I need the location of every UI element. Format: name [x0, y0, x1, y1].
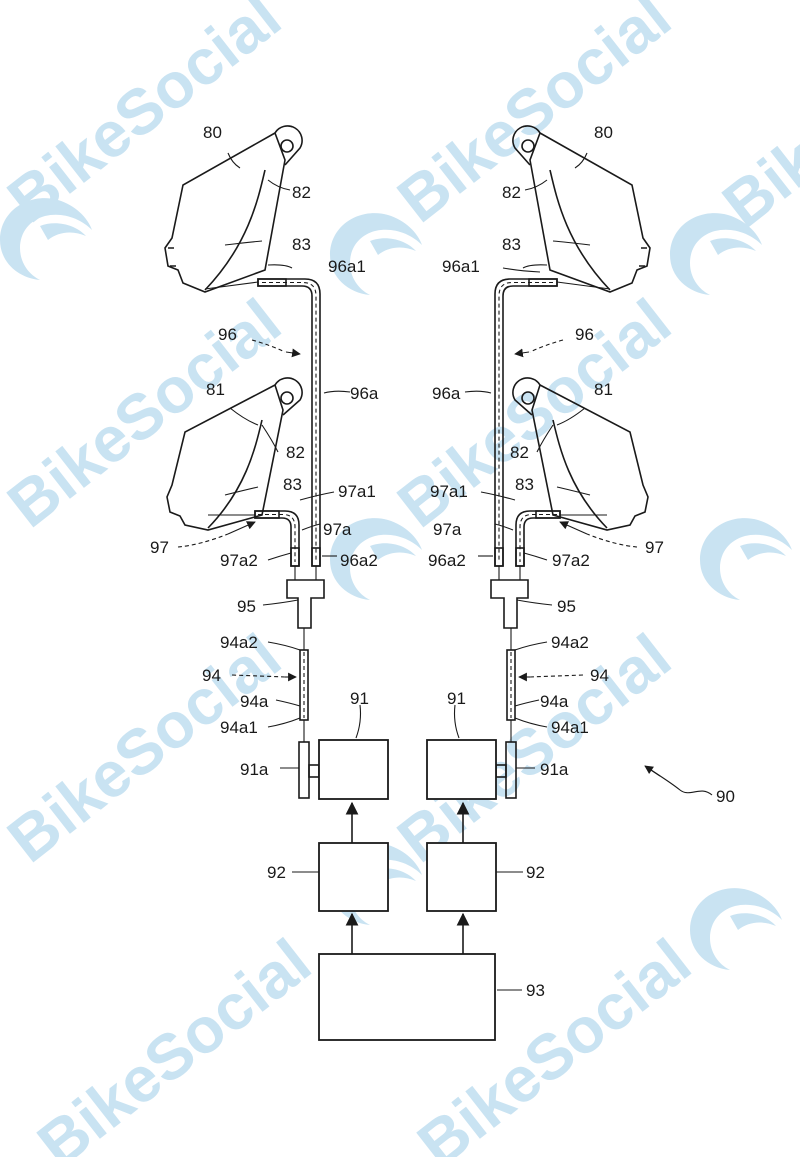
label-97a2-left: 97a2 [220, 551, 258, 570]
pivot-hole-icon [280, 391, 294, 405]
label-82-left-top: 82 [292, 183, 311, 202]
label-80-right: 80 [594, 123, 613, 142]
reference-labels: 80 82 83 96a1 96 96a 81 82 83 97a1 97a 9… [150, 123, 735, 1000]
pivot-hole-icon [521, 391, 535, 405]
watermark-text: BikeSocial [0, 620, 294, 876]
label-94a-right: 94a [540, 692, 569, 711]
master-cylinder-91-right[interactable] [426, 739, 497, 800]
watermark-text: BikeSocial [0, 285, 294, 541]
label-95-left: 95 [237, 597, 256, 616]
label-95-right: 95 [557, 597, 576, 616]
label-96a2-right: 96a2 [428, 551, 466, 570]
joint-95-right [490, 579, 529, 629]
label-94-right: 94 [590, 666, 609, 685]
label-94a1-right: 94a1 [551, 718, 589, 737]
pivot-hole-icon [280, 139, 294, 153]
label-83-right-top: 83 [502, 235, 521, 254]
label-97a1-right: 97a1 [430, 482, 468, 501]
piston-82-left-bottom [207, 419, 263, 529]
label-91a-left: 91a [240, 760, 269, 779]
label-83-left-top: 83 [292, 235, 311, 254]
label-92-left: 92 [267, 863, 286, 882]
label-94-left: 94 [202, 666, 221, 685]
label-91-left: 91 [350, 689, 369, 708]
caliper-80-left [164, 131, 286, 293]
label-97a1-left: 97a1 [338, 482, 376, 501]
label-96-left: 96 [218, 325, 237, 344]
watermark-logo-icon [0, 198, 92, 280]
label-94a1-left: 94a1 [220, 718, 258, 737]
label-97a-right: 97a [433, 520, 462, 539]
label-97a-left: 97a [323, 520, 352, 539]
label-82-right-top: 82 [502, 183, 521, 202]
watermark-logo-icon [330, 213, 422, 295]
label-83-right-bottom: 83 [515, 475, 534, 494]
label-94a-left: 94a [240, 692, 269, 711]
label-97-right: 97 [645, 538, 664, 557]
label-92-right: 92 [526, 863, 545, 882]
label-82-left-bottom: 82 [286, 443, 305, 462]
label-91-right: 91 [447, 689, 466, 708]
label-81-right: 81 [594, 380, 613, 399]
label-96a1-left: 96a1 [328, 257, 366, 276]
label-96a2-left: 96a2 [340, 551, 378, 570]
controller-93[interactable] [318, 953, 496, 1041]
watermark-text: BikeSocial [384, 0, 683, 236]
piston-82-right-top [549, 169, 611, 291]
watermark-text: BikeSocial [709, 0, 800, 241]
right-assembly [426, 125, 651, 912]
label-93: 93 [526, 981, 545, 1000]
label-96a1-right: 96a1 [442, 257, 480, 276]
master-piston-91a-left [298, 741, 310, 799]
label-90: 90 [716, 787, 735, 806]
label-82-right-bottom: 82 [510, 443, 529, 462]
watermark-logo-icon [690, 888, 782, 970]
label-94a2-left: 94a2 [220, 633, 258, 652]
pivot-hole-icon [521, 139, 535, 153]
label-83-left-bottom: 83 [283, 475, 302, 494]
watermark-logo-icon [700, 518, 792, 600]
label-97a2-right: 97a2 [552, 551, 590, 570]
left-assembly [164, 125, 389, 912]
label-91a-right: 91a [540, 760, 569, 779]
joint-95-left [286, 579, 325, 629]
watermark-text: BikeSocial [24, 925, 323, 1157]
master-cylinder-91-left[interactable] [318, 739, 389, 800]
caliper-81-right [531, 383, 649, 531]
label-96a-right: 96a [432, 384, 461, 403]
label-97-left: 97 [150, 538, 169, 557]
label-81-left: 81 [206, 380, 225, 399]
caliper-81-left [166, 383, 284, 531]
watermark-text: BikeSocial [384, 285, 683, 541]
label-96-right: 96 [575, 325, 594, 344]
actuator-92-right[interactable] [426, 842, 497, 912]
label-94a2-right: 94a2 [551, 633, 589, 652]
hose-97a-left [254, 510, 300, 567]
label-96a-left: 96a [350, 384, 379, 403]
label-80-left: 80 [203, 123, 222, 142]
actuator-92-left[interactable] [318, 842, 389, 912]
leader-lines [177, 152, 713, 991]
caliper-80-right [529, 131, 651, 293]
piston-82-left-top [204, 169, 266, 291]
